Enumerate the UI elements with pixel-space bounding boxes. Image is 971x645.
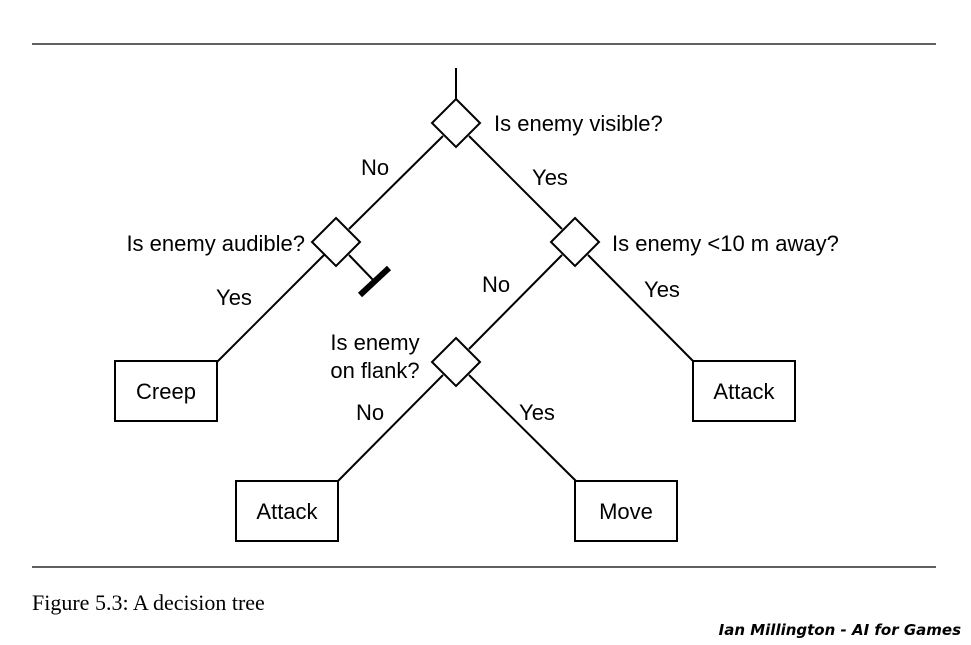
edge-label-no-4: No <box>482 272 510 297</box>
terminal-bar <box>357 265 392 298</box>
action-label-attack-flank: Attack <box>256 499 318 524</box>
edge-d-audible-to-a-creep <box>216 254 325 363</box>
edge-d-visible-to-d-audible <box>348 135 444 230</box>
action-label-creep: Creep <box>136 379 196 404</box>
action-node-creep <box>114 360 218 422</box>
decision-label-visible: Is enemy visible? <box>494 111 663 136</box>
edge-label-yes-2: Yes <box>216 285 252 310</box>
action-label-attack-near: Attack <box>713 379 775 404</box>
edge-label-no-0: No <box>361 155 389 180</box>
credit-line: Ian Millington - AI for Games <box>718 621 961 639</box>
decision-node-visible <box>430 97 482 149</box>
decision-label-flank-line-2: on flank? <box>330 358 419 383</box>
action-label-move: Move <box>599 499 653 524</box>
decision-label-flank-line-1: Is enemy <box>330 330 419 355</box>
edge-label-yes-5: Yes <box>644 277 680 302</box>
decision-label-audible: Is enemy audible? <box>126 231 305 256</box>
decision-node-audible <box>310 216 362 268</box>
action-node-move <box>574 480 678 542</box>
edge-label-yes-7: Yes <box>519 400 555 425</box>
edge-d-flank-to-a-move <box>468 374 577 482</box>
edge-d-near-to-d-flank <box>468 254 563 350</box>
decision-node-near <box>549 216 601 268</box>
edge-d-visible-to-d-near <box>468 135 563 230</box>
edge-d-near-to-a-attack-near <box>587 254 694 362</box>
edge-label-yes-1: Yes <box>532 165 568 190</box>
action-node-attack-flank <box>235 480 339 542</box>
action-node-attack-near <box>692 360 796 422</box>
edge-label-no-6: No <box>356 400 384 425</box>
decision-node-flank <box>430 336 482 388</box>
decision-label-near: Is enemy <10 m away? <box>612 231 839 256</box>
edge-d-audible-to-none <box>348 254 376 283</box>
edge-d-flank-to-a-attack-flank <box>337 374 444 482</box>
figure-caption: Figure 5.3: A decision tree <box>32 590 265 615</box>
